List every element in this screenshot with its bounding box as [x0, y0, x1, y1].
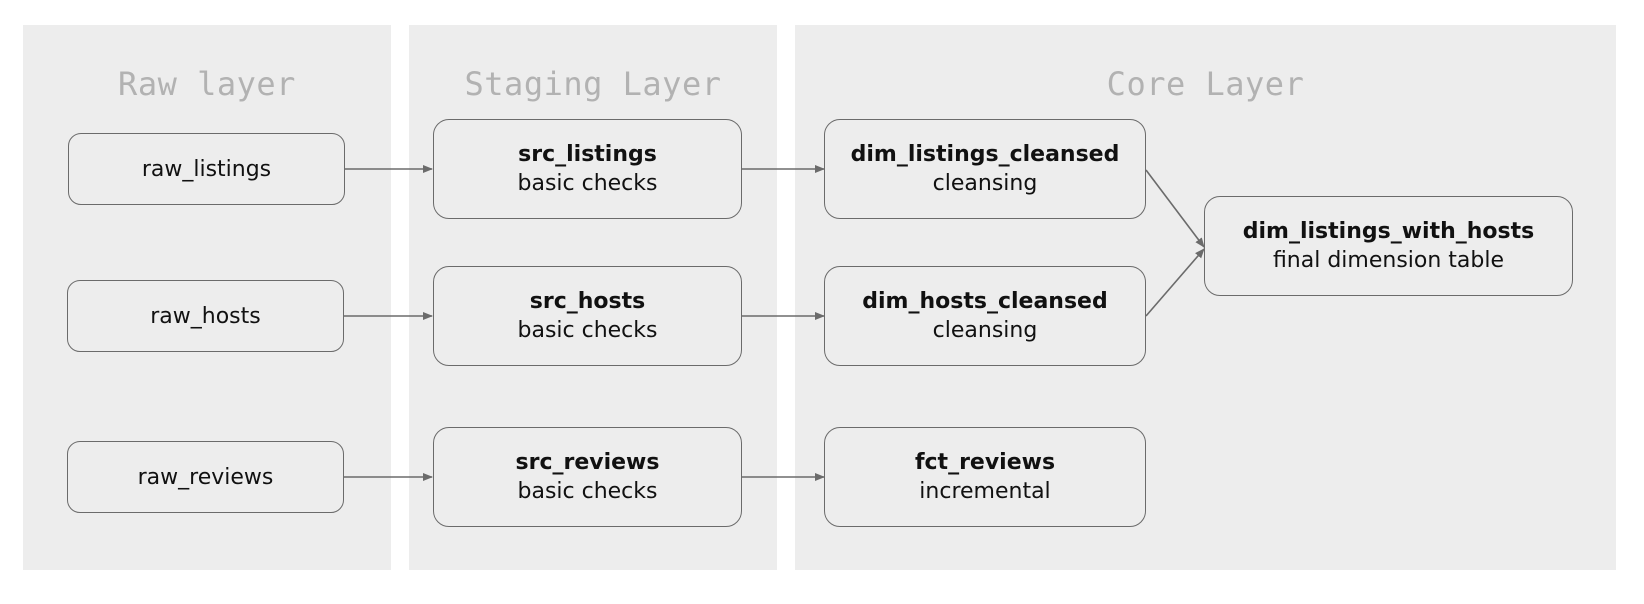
node-dim-listings-cleansed-name: dim_listings_cleansed	[850, 142, 1120, 167]
core-layer-title: Core Layer	[1106, 65, 1305, 103]
node-raw-listings-label: raw_listings	[141, 156, 272, 182]
node-dim-listings-cleansed[interactable]: dim_listings_cleansed cleansing	[824, 119, 1146, 219]
node-dim-listings-with-hosts-name: dim_listings_with_hosts	[1242, 219, 1535, 244]
staging-layer-title: Staging Layer	[464, 65, 722, 103]
node-dim-listings-cleansed-desc: cleansing	[932, 171, 1038, 196]
node-dim-listings-with-hosts-desc: final dimension table	[1272, 248, 1505, 273]
node-dim-hosts-cleansed[interactable]: dim_hosts_cleansed cleansing	[824, 266, 1146, 366]
node-dim-hosts-cleansed-desc: cleansing	[932, 318, 1038, 343]
node-fct-reviews-name: fct_reviews	[914, 450, 1056, 475]
node-src-hosts[interactable]: src_hosts basic checks	[433, 266, 742, 366]
node-raw-hosts-label: raw_hosts	[150, 303, 261, 329]
node-fct-reviews[interactable]: fct_reviews incremental	[824, 427, 1146, 527]
node-raw-listings[interactable]: raw_listings	[68, 133, 345, 205]
node-src-hosts-desc: basic checks	[517, 318, 658, 343]
node-dim-hosts-cleansed-name: dim_hosts_cleansed	[862, 289, 1108, 314]
node-raw-hosts[interactable]: raw_hosts	[67, 280, 344, 352]
node-raw-reviews[interactable]: raw_reviews	[67, 441, 344, 513]
node-src-reviews-desc: basic checks	[517, 479, 658, 504]
raw-layer-title: Raw layer	[118, 65, 296, 103]
node-dim-listings-with-hosts[interactable]: dim_listings_with_hosts final dimension …	[1204, 196, 1573, 296]
node-src-reviews[interactable]: src_reviews basic checks	[433, 427, 742, 527]
node-fct-reviews-desc: incremental	[919, 479, 1051, 504]
node-src-listings[interactable]: src_listings basic checks	[433, 119, 742, 219]
node-raw-reviews-label: raw_reviews	[137, 464, 274, 490]
node-src-hosts-name: src_hosts	[529, 289, 646, 314]
node-src-listings-desc: basic checks	[517, 171, 658, 196]
node-src-listings-name: src_listings	[518, 142, 657, 167]
node-src-reviews-name: src_reviews	[515, 450, 660, 475]
